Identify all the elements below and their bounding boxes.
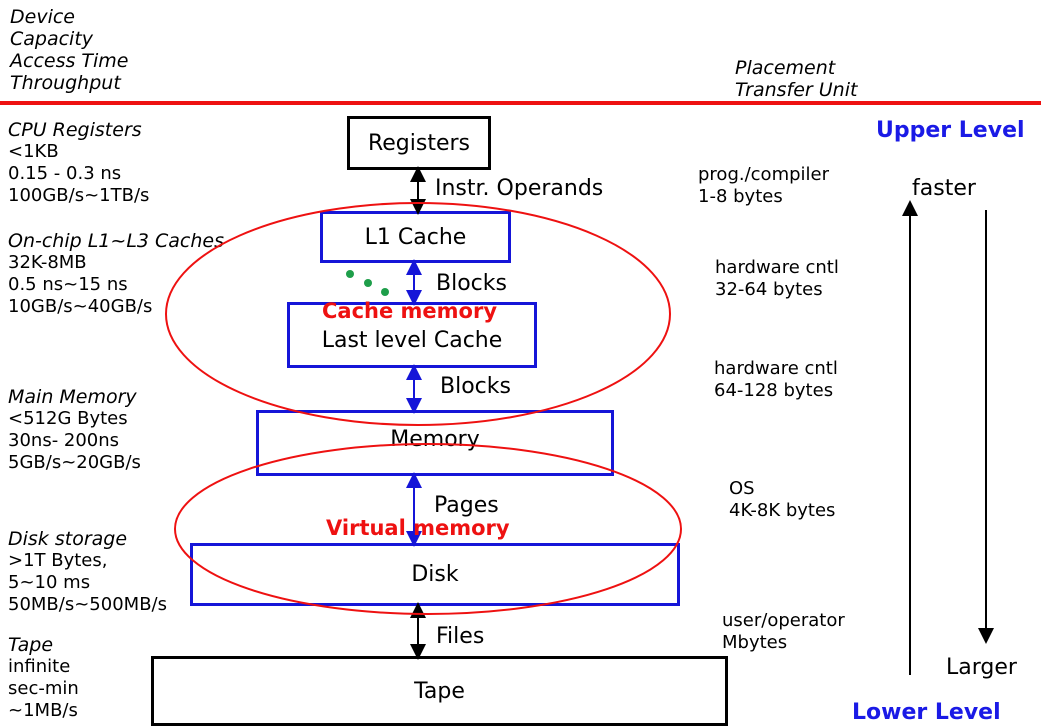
device-access-time: 0.5 ns~15 ns (8, 274, 128, 295)
transfer-disk-tape: Files (436, 624, 485, 649)
header-left: Device Capacity Access Time Throughput (10, 6, 129, 94)
placement-method: hardware cntl (714, 358, 838, 379)
header-transfer-unit: Transfer Unit (735, 79, 858, 101)
device-throughput: 5GB/s~20GB/s (8, 452, 141, 473)
transfer-llc-memory: Blocks (440, 374, 511, 399)
device-throughput: 10GB/s~40GB/s (8, 296, 153, 317)
header-right: Placement Transfer Unit (735, 57, 857, 101)
memory-box: Memory (256, 410, 614, 476)
header-divider (0, 101, 1041, 105)
faster-label: faster (912, 176, 976, 201)
tape-label: Tape (414, 678, 465, 704)
header-capacity: Capacity (10, 28, 94, 50)
device-access-time: 0.15 - 0.3 ns (8, 163, 122, 184)
placement-llc: hardware cntl 64-128 bytes (714, 358, 838, 402)
device-access-time: 30ns- 200ns (8, 430, 120, 451)
placement-method: OS (729, 478, 755, 499)
header-throughput: Throughput (10, 72, 121, 94)
registers-label: Registers (367, 130, 471, 156)
transfer-reg-l1: Instr. Operands (435, 176, 604, 201)
device-main-memory: Main Memory <512G Bytes 30ns- 200ns 5GB/… (8, 386, 141, 474)
placement-l1: hardware cntl 32-64 bytes (715, 257, 839, 301)
tape-box: Tape (151, 656, 728, 726)
transfer-unit: Mbytes (722, 632, 788, 653)
transfer-unit: 4K-8K bytes (729, 500, 836, 521)
lower-level-label: Lower Level (852, 700, 1001, 725)
transfer-memory-disk: Pages (434, 493, 499, 518)
placement-disk: user/operator Mbytes (722, 610, 845, 654)
virtual-memory-label: Virtual memory (326, 516, 510, 540)
header-device: Device (10, 6, 75, 28)
device-access-time: 5~10 ms (8, 572, 91, 593)
ellipsis-dot (381, 288, 389, 296)
device-name: CPU Registers (8, 119, 142, 141)
device-access-time: sec-min (8, 678, 79, 699)
device-capacity: <512G Bytes (8, 408, 128, 429)
larger-label: Larger (946, 655, 1017, 680)
header-placement: Placement (735, 57, 836, 79)
device-name: On-chip L1~L3 Caches (8, 230, 225, 252)
device-name: Tape (8, 634, 54, 656)
device-capacity: >1T Bytes, (8, 550, 108, 571)
transfer-unit: 64-128 bytes (714, 380, 834, 401)
transfer-unit: 32-64 bytes (715, 279, 823, 300)
device-name: Main Memory (8, 386, 137, 408)
last-level-cache-label: Last level Cache (321, 327, 503, 353)
memory-label: Memory (390, 427, 480, 452)
transfer-unit: 1-8 bytes (698, 186, 783, 207)
device-capacity: <1KB (8, 141, 59, 162)
cache-memory-label: Cache memory (322, 299, 498, 323)
device-name: Disk storage (8, 528, 128, 550)
l1-cache-label: L1 Cache (364, 224, 467, 250)
device-throughput: ~1MB/s (8, 700, 78, 721)
transfer-l1-llc: Blocks (436, 271, 507, 296)
placement-registers: prog./compiler 1-8 bytes (698, 164, 829, 208)
device-cpu-registers: CPU Registers <1KB 0.15 - 0.3 ns 100GB/s… (8, 119, 149, 207)
device-caches: On-chip L1~L3 Caches 32K-8MB 0.5 ns~15 n… (8, 230, 224, 318)
disk-label: Disk (411, 562, 459, 587)
cache-memory-ellipse (165, 202, 671, 426)
device-throughput: 100GB/s~1TB/s (8, 185, 150, 206)
ellipsis-dot (346, 270, 354, 278)
disk-box: Disk (190, 543, 680, 606)
placement-memory: OS 4K-8K bytes (729, 478, 835, 522)
device-tape: Tape infinite sec-min ~1MB/s (8, 634, 79, 722)
device-capacity: 32K-8MB (8, 252, 87, 273)
device-throughput: 50MB/s~500MB/s (8, 594, 167, 615)
device-capacity: infinite (8, 656, 71, 677)
ellipsis-dot (364, 279, 372, 287)
upper-level-label: Upper Level (876, 118, 1025, 143)
placement-method: hardware cntl (715, 257, 839, 278)
placement-method: prog./compiler (698, 164, 830, 185)
header-access-time: Access Time (10, 50, 129, 72)
device-disk: Disk storage >1T Bytes, 5~10 ms 50MB/s~5… (8, 528, 167, 616)
placement-method: user/operator (722, 610, 845, 631)
virtual-memory-ellipse (174, 443, 682, 615)
